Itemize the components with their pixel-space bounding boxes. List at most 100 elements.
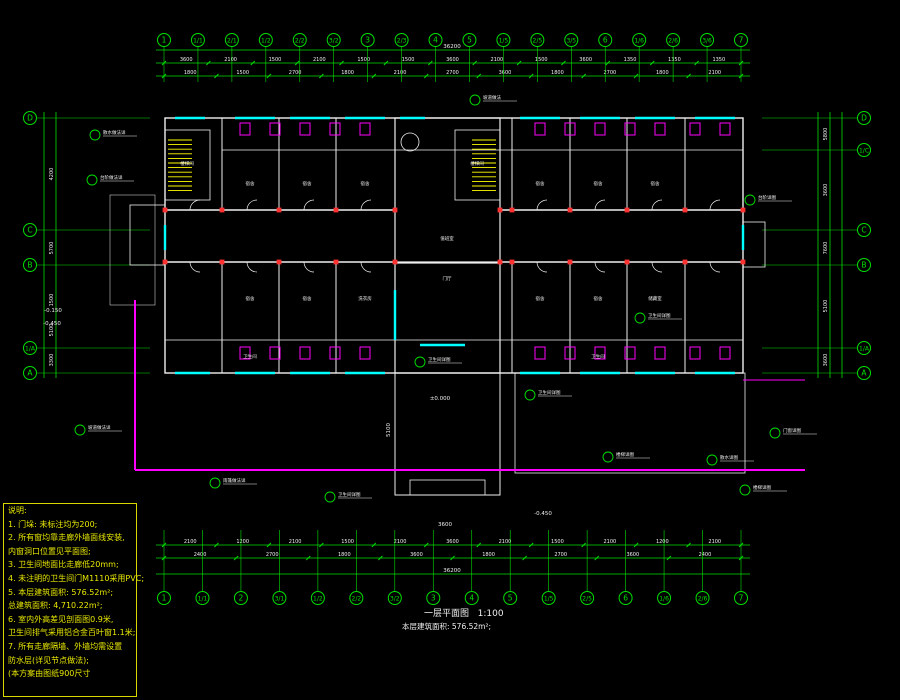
dim-text: 3600: [446, 539, 459, 545]
dim-text: 2100: [313, 57, 326, 63]
door-swing: [246, 261, 258, 273]
callout-label: 门窗详图: [783, 427, 801, 434]
door-swing: [651, 199, 663, 211]
room-label: 宿舍: [651, 180, 660, 187]
axis-label: 2/6: [668, 38, 678, 45]
axis-bubble-top: [190, 33, 205, 47]
room-label: 宿舍: [303, 295, 312, 302]
dim-tick: [686, 73, 691, 79]
drawing-title-text: 一层平面图: [424, 609, 470, 619]
axis-label: 2/5: [582, 596, 592, 603]
axis-bubble-bottom: [695, 591, 710, 605]
dim-text: 2100: [708, 70, 721, 76]
axis-bubble-right: [857, 341, 871, 355]
axis-label: 4: [433, 36, 438, 45]
dim-tick: [694, 60, 699, 66]
note-line: 7. 所有走廊隔墙、外墙均需设置: [8, 641, 123, 651]
toilet-fixture: [329, 122, 341, 136]
dim-text: 1200: [656, 539, 669, 545]
axis-bubble-left: [23, 341, 37, 355]
note-line: 内窗洞口位置见平面图;: [8, 546, 91, 556]
dim-text: 1500: [269, 57, 282, 63]
toilet-fixture: [329, 346, 341, 360]
dim-tick: [666, 555, 672, 561]
ramp-area: [514, 372, 746, 474]
dim-text: 7600: [823, 242, 829, 255]
axis-bubble-top: [632, 33, 647, 47]
dim-text: 2100: [491, 57, 504, 63]
dim-text: 1800: [338, 552, 351, 558]
axis-label: 1/1: [193, 38, 203, 45]
toilet-fixture: [239, 122, 251, 136]
dim-text: 3600: [626, 552, 639, 558]
round-column: [400, 132, 420, 152]
axis-bubble-top: [292, 33, 307, 47]
callout-bubble: [739, 484, 751, 496]
door-swing: [303, 199, 315, 211]
dim-text: 2700: [446, 70, 459, 76]
column-mark: [276, 207, 282, 213]
toilet-fixture: [269, 346, 281, 360]
axis-bubble-right: [857, 143, 871, 157]
dim-text: 1350: [712, 57, 725, 63]
dim-tick: [528, 542, 534, 548]
toilet-fixture: [269, 122, 281, 136]
callout-bubble: [602, 451, 614, 463]
toilet-fixture: [564, 122, 576, 136]
axis-label: 5: [467, 36, 472, 45]
column-mark: [219, 207, 225, 213]
dim-tick: [516, 60, 522, 66]
dim-tick: [383, 60, 389, 66]
dim-text: 3600: [446, 57, 459, 63]
axis-bubble-bottom: [233, 591, 248, 605]
dim-text: 1500: [341, 539, 354, 545]
door-swing: [246, 199, 258, 211]
dim-text: 2100: [289, 539, 302, 545]
toilet-fixture: [299, 346, 311, 360]
room-label: 宿舍: [246, 295, 255, 302]
callout-bubble: [414, 356, 426, 368]
column-mark: [392, 207, 398, 213]
door-swing: [360, 199, 372, 211]
axis-label: 5: [508, 594, 513, 603]
axis-label: 6: [623, 594, 628, 603]
dim-text: 1800: [482, 552, 495, 558]
dim-tick: [561, 60, 566, 66]
dim-tick: [319, 542, 324, 548]
callout-bubble: [89, 129, 101, 141]
note-line: 卫生间排气采用铝合金百叶窗1.1米;: [8, 628, 136, 638]
elevation-label: -0.150: [44, 308, 62, 314]
room-label: 楼梯间: [180, 160, 194, 167]
dim-text: 1500: [535, 57, 548, 63]
dim-text: 2100: [184, 539, 197, 545]
fixtures: [162, 116, 746, 375]
axis-label: 7: [739, 594, 744, 603]
dim-text: 2700: [289, 70, 302, 76]
design-notes-panel: 说明: 1. 门垛: 未标注均为200; 2. 所有窗均靠走廊外墙面线安装, 内…: [3, 503, 144, 697]
dim-text: 2400: [194, 552, 207, 558]
axis-label: D: [27, 114, 33, 123]
axis-label: A: [27, 369, 33, 378]
axis-label: C: [861, 226, 866, 235]
axis-label: 3/2: [390, 596, 400, 603]
callout-label: 散水详图: [720, 454, 738, 461]
axis-label: 3: [365, 36, 370, 45]
dim-text: 3600: [823, 184, 829, 197]
dim-text: 36200: [443, 44, 461, 50]
toilet-fixture: [654, 122, 666, 136]
axis-label: 1: [162, 36, 167, 45]
column-mark: [333, 259, 339, 265]
callout-bubble: [524, 389, 536, 401]
room-label: 洗衣房: [358, 295, 372, 302]
room-label: 宿舍: [303, 180, 312, 187]
dim-tick: [633, 542, 639, 548]
axis-bubble-bottom: [426, 591, 441, 605]
column-mark: [333, 207, 339, 213]
axis-label: 1/A: [859, 346, 870, 353]
dim-tick: [305, 555, 311, 561]
axis-label: 1/6: [659, 596, 669, 603]
column-mark: [740, 259, 746, 265]
dim-tick: [581, 542, 586, 548]
